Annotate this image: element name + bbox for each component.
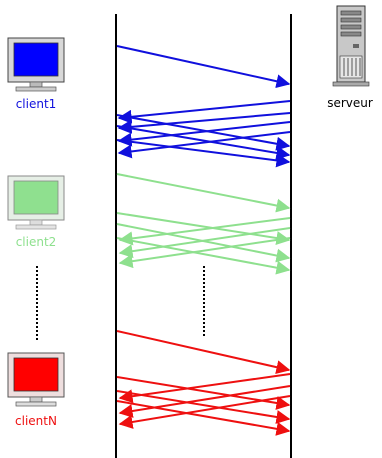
client1-arrow-4 (117, 112, 291, 134)
client2-monitor-icon (7, 175, 65, 230)
client2-message-arrows (116, 173, 291, 275)
server-tower-icon (332, 5, 370, 87)
clientN-arrow-5 (116, 390, 291, 424)
client2-arrow-6 (116, 237, 291, 275)
clientN-arrow-4 (118, 385, 291, 418)
client2-arrow-7 (118, 237, 291, 269)
client1-arrow-2 (117, 100, 291, 124)
client1-label: client1 (16, 97, 57, 111)
client1-arrow-3 (116, 114, 291, 151)
client1-arrow-1 (116, 45, 291, 89)
client2-arrow-5 (118, 227, 291, 259)
server-label: serveur (327, 96, 373, 110)
client1-arrow-5 (116, 125, 291, 160)
client1-arrow-8 (117, 131, 291, 159)
client1-message-arrows (116, 45, 291, 168)
clientN-arrow-1 (116, 330, 291, 375)
clientN-label: clientN (15, 414, 57, 428)
client1-monitor-icon (7, 37, 65, 92)
client1-arrow-6 (117, 121, 291, 147)
client2-arrow-1 (116, 173, 291, 213)
client1-arrow-7 (116, 139, 291, 168)
clientN-arrow-6 (118, 395, 291, 429)
clientN-message-arrows (116, 330, 291, 436)
client2-arrow-3 (118, 217, 291, 246)
client2-label: client2 (16, 235, 57, 249)
client2-arrow-2 (116, 212, 291, 245)
clientN-arrow-2 (118, 373, 291, 404)
clientN-arrow-7 (116, 400, 291, 436)
clientN-monitor-icon (7, 352, 65, 407)
